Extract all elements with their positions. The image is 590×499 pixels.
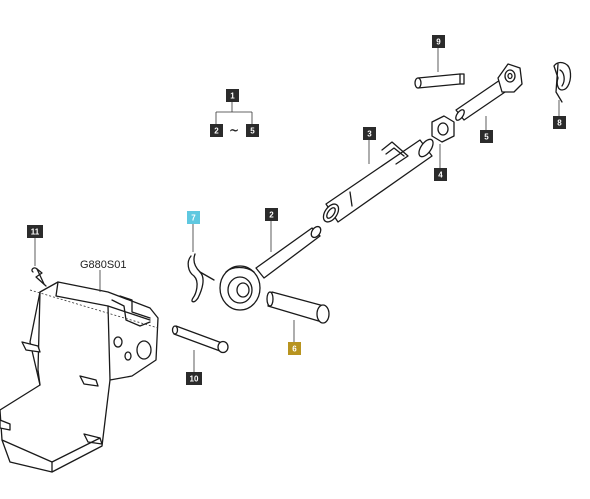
svg-text:2: 2: [269, 211, 274, 220]
leader-lines: [29, 48, 560, 372]
part-5-clevis-rod[interactable]: [454, 63, 523, 122]
assembly-code-label: G880S01: [80, 259, 126, 271]
callout-5[interactable]: 5: [480, 130, 493, 143]
callout-range-from[interactable]: 2: [210, 124, 223, 137]
part-8-linch-pin[interactable]: [553, 61, 572, 103]
svg-text:7: 7: [191, 214, 196, 223]
svg-text:2: 2: [214, 127, 219, 136]
callout-4[interactable]: 4: [434, 168, 447, 181]
callout-3[interactable]: 3: [363, 127, 376, 140]
part-10-pin[interactable]: [171, 325, 229, 354]
svg-text:5: 5: [250, 127, 255, 136]
svg-text:4: 4: [438, 171, 443, 180]
svg-text:9: 9: [436, 38, 441, 47]
callout-7[interactable]: 7: [187, 211, 200, 224]
part-6-pin[interactable]: [266, 291, 330, 324]
svg-text:3: 3: [367, 130, 372, 139]
part-7-hair-pin[interactable]: [187, 253, 215, 303]
svg-text:11: 11: [31, 228, 40, 237]
callout-range-to[interactable]: 5: [246, 124, 259, 137]
callout-9[interactable]: 9: [432, 35, 445, 48]
callout-8[interactable]: 8: [553, 116, 566, 129]
svg-text:1: 1: [230, 92, 235, 101]
part-11-clip-pin[interactable]: [31, 267, 47, 287]
callout-2[interactable]: 2: [265, 208, 278, 221]
mounting-bracket[interactable]: [0, 281, 159, 473]
callout-11[interactable]: 11: [27, 225, 43, 238]
part-3-sleeve[interactable]: [320, 137, 435, 225]
svg-text:5: 5: [484, 133, 489, 142]
range-separator: ~: [229, 124, 239, 138]
callout-1[interactable]: 1: [226, 89, 239, 102]
part-2-rod-end[interactable]: [219, 225, 323, 311]
part-9-pin[interactable]: [414, 73, 465, 89]
svg-text:6: 6: [292, 345, 297, 354]
svg-text:8: 8: [557, 119, 562, 128]
svg-text:10: 10: [190, 375, 199, 384]
callout-6[interactable]: 6: [288, 342, 301, 355]
part-4-nut[interactable]: [431, 115, 455, 143]
callout-10[interactable]: 10: [186, 372, 202, 385]
